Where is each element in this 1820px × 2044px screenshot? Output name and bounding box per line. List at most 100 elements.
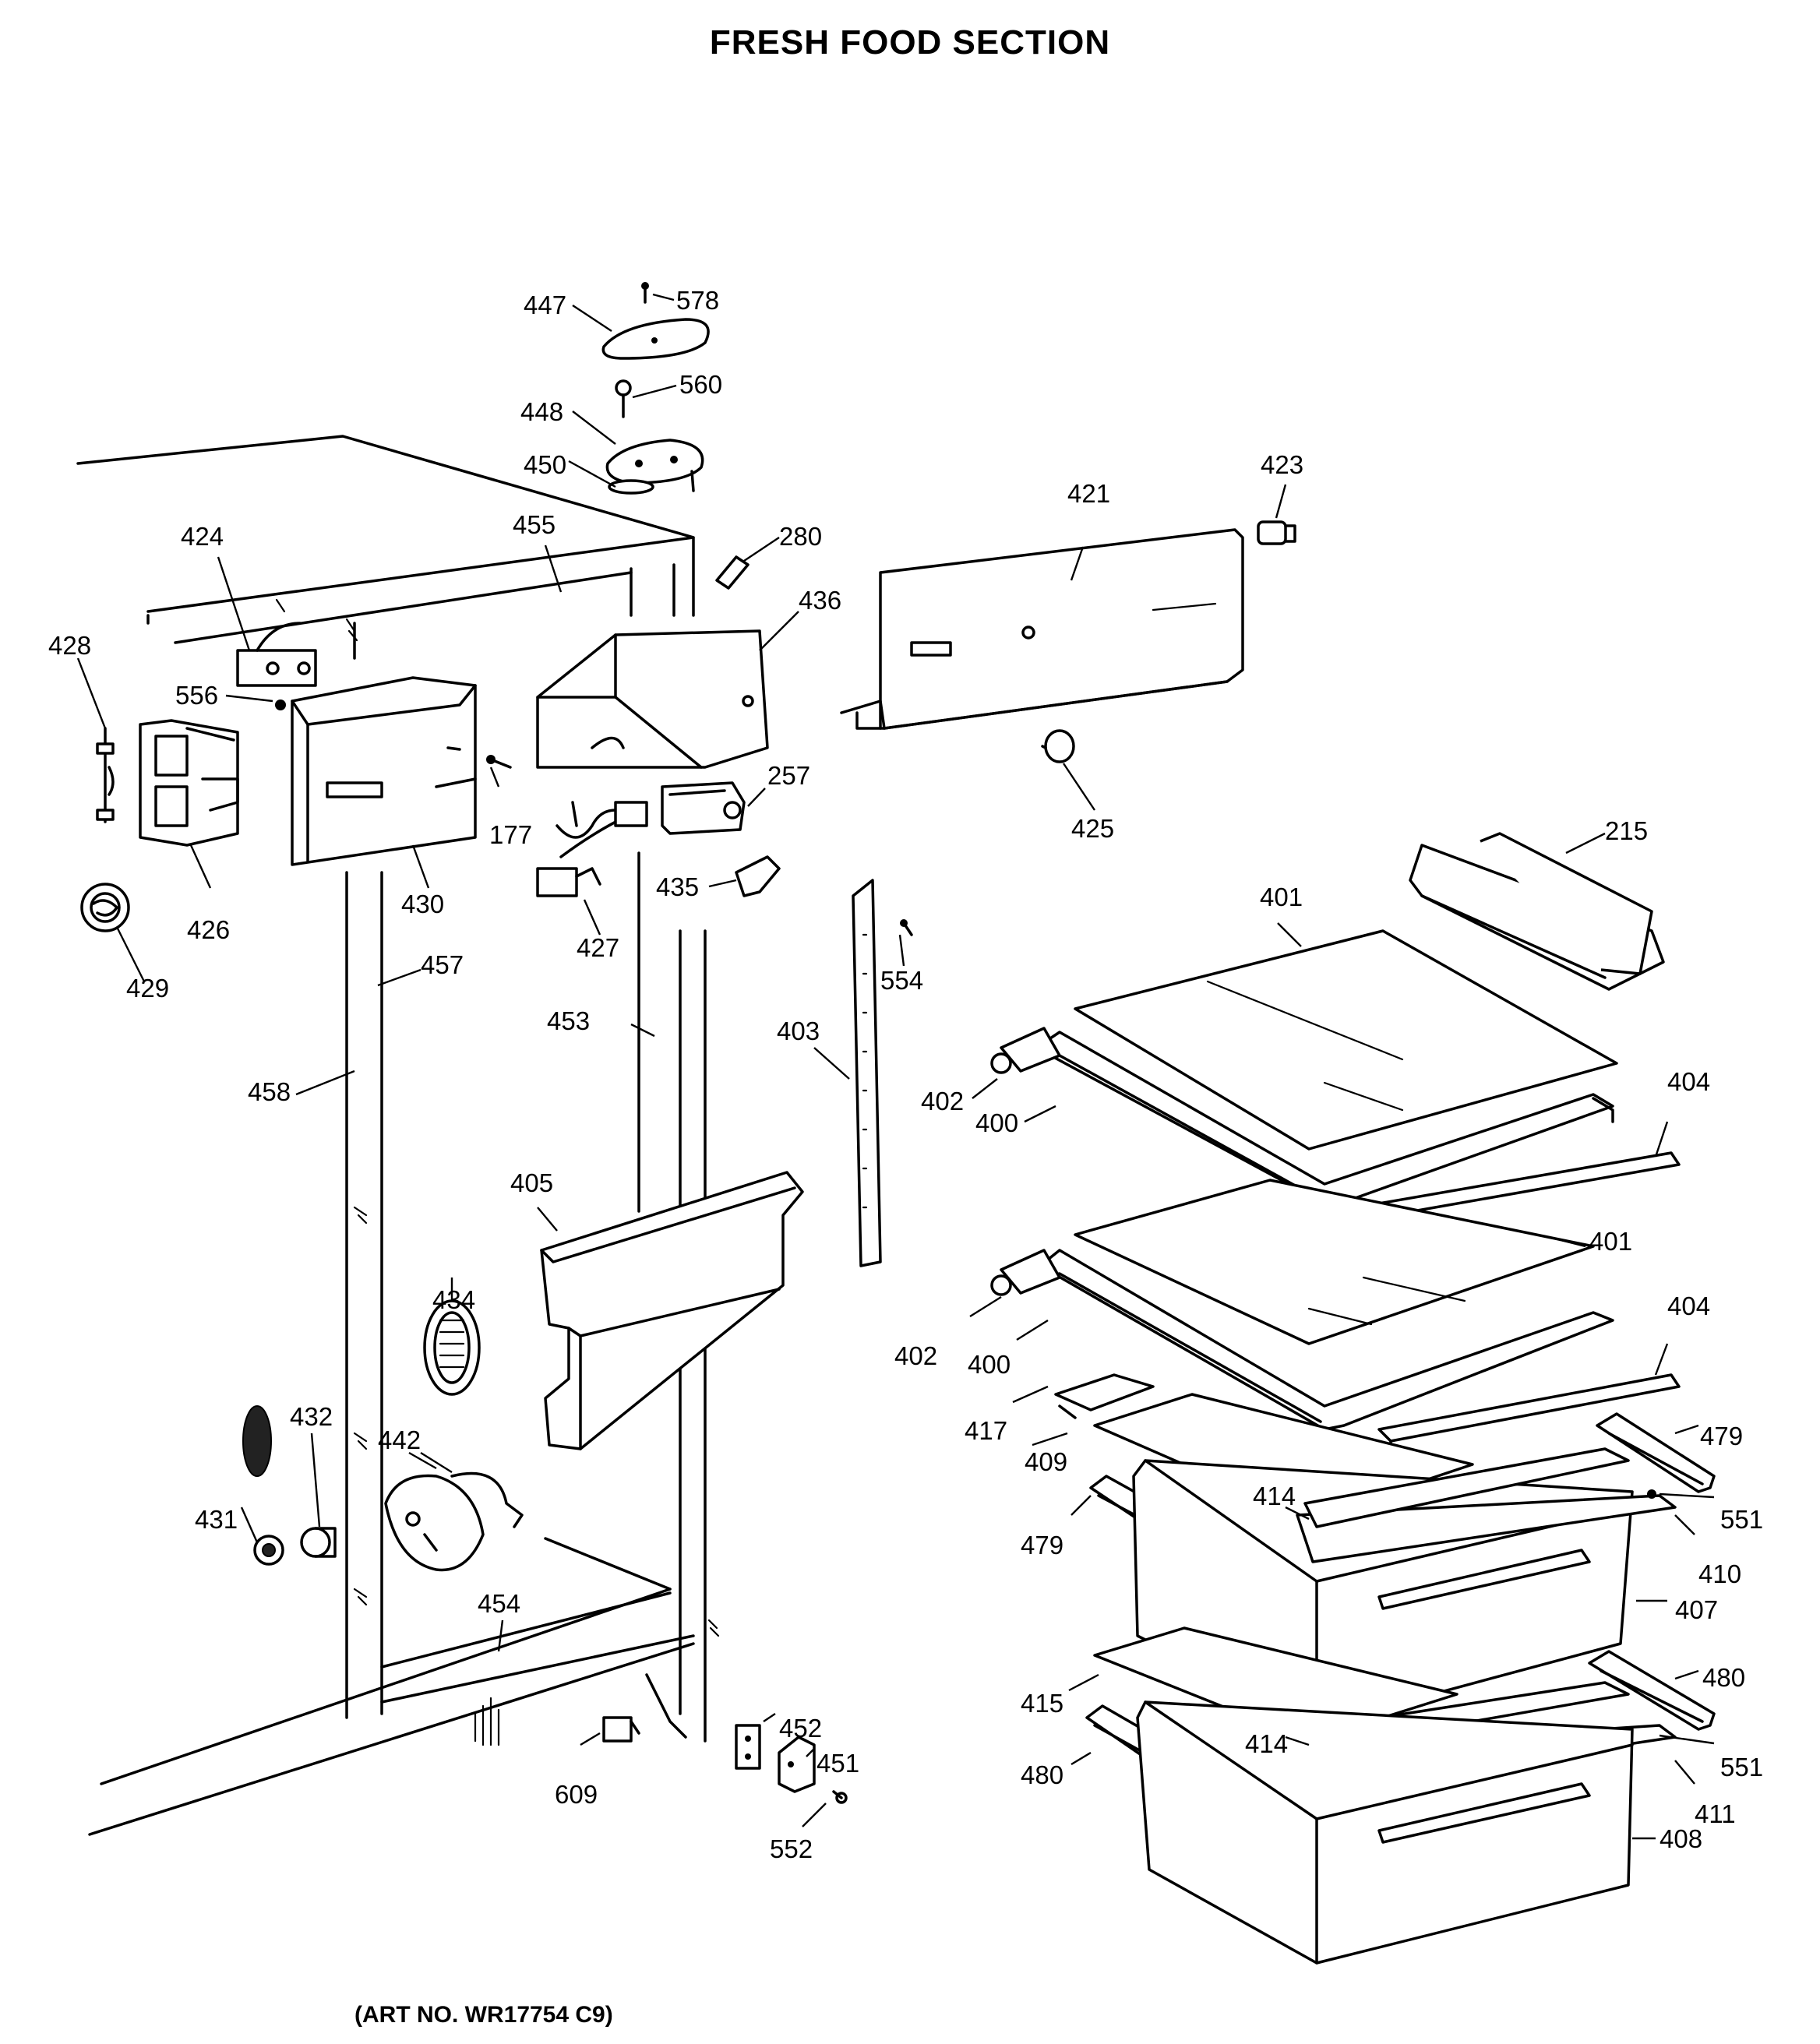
callout-432: 432 xyxy=(290,1402,333,1431)
callout-424: 424 xyxy=(181,522,224,551)
screw-554 xyxy=(900,919,913,936)
screw-552 xyxy=(832,1790,848,1804)
lamp-socket-280 xyxy=(715,555,750,590)
callout-400b: 400 xyxy=(968,1350,1011,1379)
callout-404b: 404 xyxy=(1667,1292,1710,1320)
callout-455: 455 xyxy=(513,510,556,539)
callout-280: 280 xyxy=(779,522,822,551)
shelf-ladder-403 xyxy=(852,879,882,1267)
callout-425: 425 xyxy=(1071,814,1114,843)
hinge-plate-452 xyxy=(735,1724,761,1770)
slide-rail-480-right xyxy=(1588,1650,1716,1731)
callout-450: 450 xyxy=(524,450,566,479)
light-shield-426 xyxy=(139,719,239,847)
knob-425 xyxy=(1041,729,1075,763)
callout-414: 414 xyxy=(1253,1482,1296,1510)
door-bin-215 xyxy=(1409,832,1665,991)
callout-labels: 447 578 560 448 450 455 280 424 436 421 … xyxy=(48,286,1763,1863)
vegetable-pan-408 xyxy=(1136,1700,1634,1965)
callout-415: 415 xyxy=(1021,1689,1063,1718)
callout-560: 560 xyxy=(679,370,722,399)
thermostat-442 xyxy=(384,1471,524,1572)
callout-556: 556 xyxy=(175,681,218,710)
callout-452: 452 xyxy=(779,1714,822,1743)
callout-402: 402 xyxy=(921,1087,964,1115)
callout-427: 427 xyxy=(577,933,619,962)
defrost-timer-257 xyxy=(661,781,746,835)
callout-552: 552 xyxy=(770,1834,813,1863)
callout-551b: 551 xyxy=(1720,1753,1763,1781)
light-shield-430 xyxy=(291,676,477,866)
callout-435: 435 xyxy=(656,872,699,901)
light-switch-424 xyxy=(236,622,317,687)
mount-bracket-428 xyxy=(96,727,115,823)
callout-448: 448 xyxy=(520,397,563,426)
callout-428: 428 xyxy=(48,631,91,660)
callout-403: 403 xyxy=(777,1017,820,1045)
lamp-lens-434 xyxy=(423,1299,481,1396)
callout-423: 423 xyxy=(1261,450,1303,479)
seal-450 xyxy=(608,479,654,495)
callout-411: 411 xyxy=(1695,1799,1736,1828)
callout-479: 479 xyxy=(1700,1422,1743,1450)
hinge-451 xyxy=(778,1736,816,1793)
callout-177: 177 xyxy=(489,820,532,849)
art-number: (ART NO. WR17754 C9) xyxy=(354,2002,613,2028)
callout-431: 431 xyxy=(195,1505,238,1534)
callout-409: 409 xyxy=(1025,1447,1067,1476)
screw-556 xyxy=(275,700,286,710)
callout-429: 429 xyxy=(126,974,169,1003)
callout-414b: 414 xyxy=(1245,1729,1288,1758)
switch-609 xyxy=(602,1716,640,1743)
screw-551-upper xyxy=(1647,1489,1656,1499)
callout-434: 434 xyxy=(432,1285,475,1314)
callout-410: 410 xyxy=(1698,1559,1741,1588)
callout-480: 480 xyxy=(1702,1663,1745,1692)
callout-430: 430 xyxy=(401,890,444,918)
callout-609: 609 xyxy=(555,1780,598,1809)
screw-177 xyxy=(486,755,512,769)
leader-lines xyxy=(76,293,1715,1840)
callout-457: 457 xyxy=(421,950,464,979)
glass-shelf-401-upper xyxy=(1074,929,1618,1151)
glass-shelf-401-lower xyxy=(1074,1179,1595,1345)
screw-578 xyxy=(641,282,649,304)
callout-447: 447 xyxy=(524,291,566,319)
lamp-holder-432 xyxy=(300,1527,337,1558)
screw-560 xyxy=(615,379,632,418)
callout-401b: 401 xyxy=(1589,1227,1632,1256)
shelf-support-402-upper xyxy=(990,1027,1061,1074)
knob-423 xyxy=(1257,520,1296,545)
meat-pan-cover-405 xyxy=(540,1171,804,1450)
control-housing-436 xyxy=(536,629,769,769)
callout-257: 257 xyxy=(767,761,810,790)
callout-407: 407 xyxy=(1675,1595,1718,1624)
light-bulb-429 xyxy=(80,883,130,932)
callout-400: 400 xyxy=(975,1108,1018,1137)
slide-rail-479-right xyxy=(1596,1412,1716,1493)
callout-421: 421 xyxy=(1067,479,1110,508)
pan-cover-414-upper xyxy=(1303,1447,1630,1528)
callout-404: 404 xyxy=(1667,1067,1710,1096)
callout-405: 405 xyxy=(510,1168,553,1197)
control-knob-cover-447 xyxy=(601,318,710,360)
callout-215: 215 xyxy=(1605,816,1648,845)
callout-451: 451 xyxy=(817,1749,859,1778)
callout-453: 453 xyxy=(547,1006,590,1035)
control-panel-421 xyxy=(840,528,1244,730)
callout-458: 458 xyxy=(248,1077,291,1106)
callout-442: 442 xyxy=(378,1426,421,1454)
diagram-title: FRESH FOOD SECTION xyxy=(709,23,1111,62)
callout-401: 401 xyxy=(1260,883,1303,911)
wiring-harness-427 xyxy=(536,801,648,897)
callout-436: 436 xyxy=(799,586,841,615)
callout-402b: 402 xyxy=(894,1341,937,1370)
callout-551: 551 xyxy=(1720,1505,1763,1534)
callout-408: 408 xyxy=(1660,1824,1702,1853)
pan-support-417 xyxy=(1054,1373,1155,1419)
callout-480b: 480 xyxy=(1021,1760,1063,1789)
callout-454: 454 xyxy=(478,1589,520,1618)
callout-554: 554 xyxy=(880,966,923,995)
